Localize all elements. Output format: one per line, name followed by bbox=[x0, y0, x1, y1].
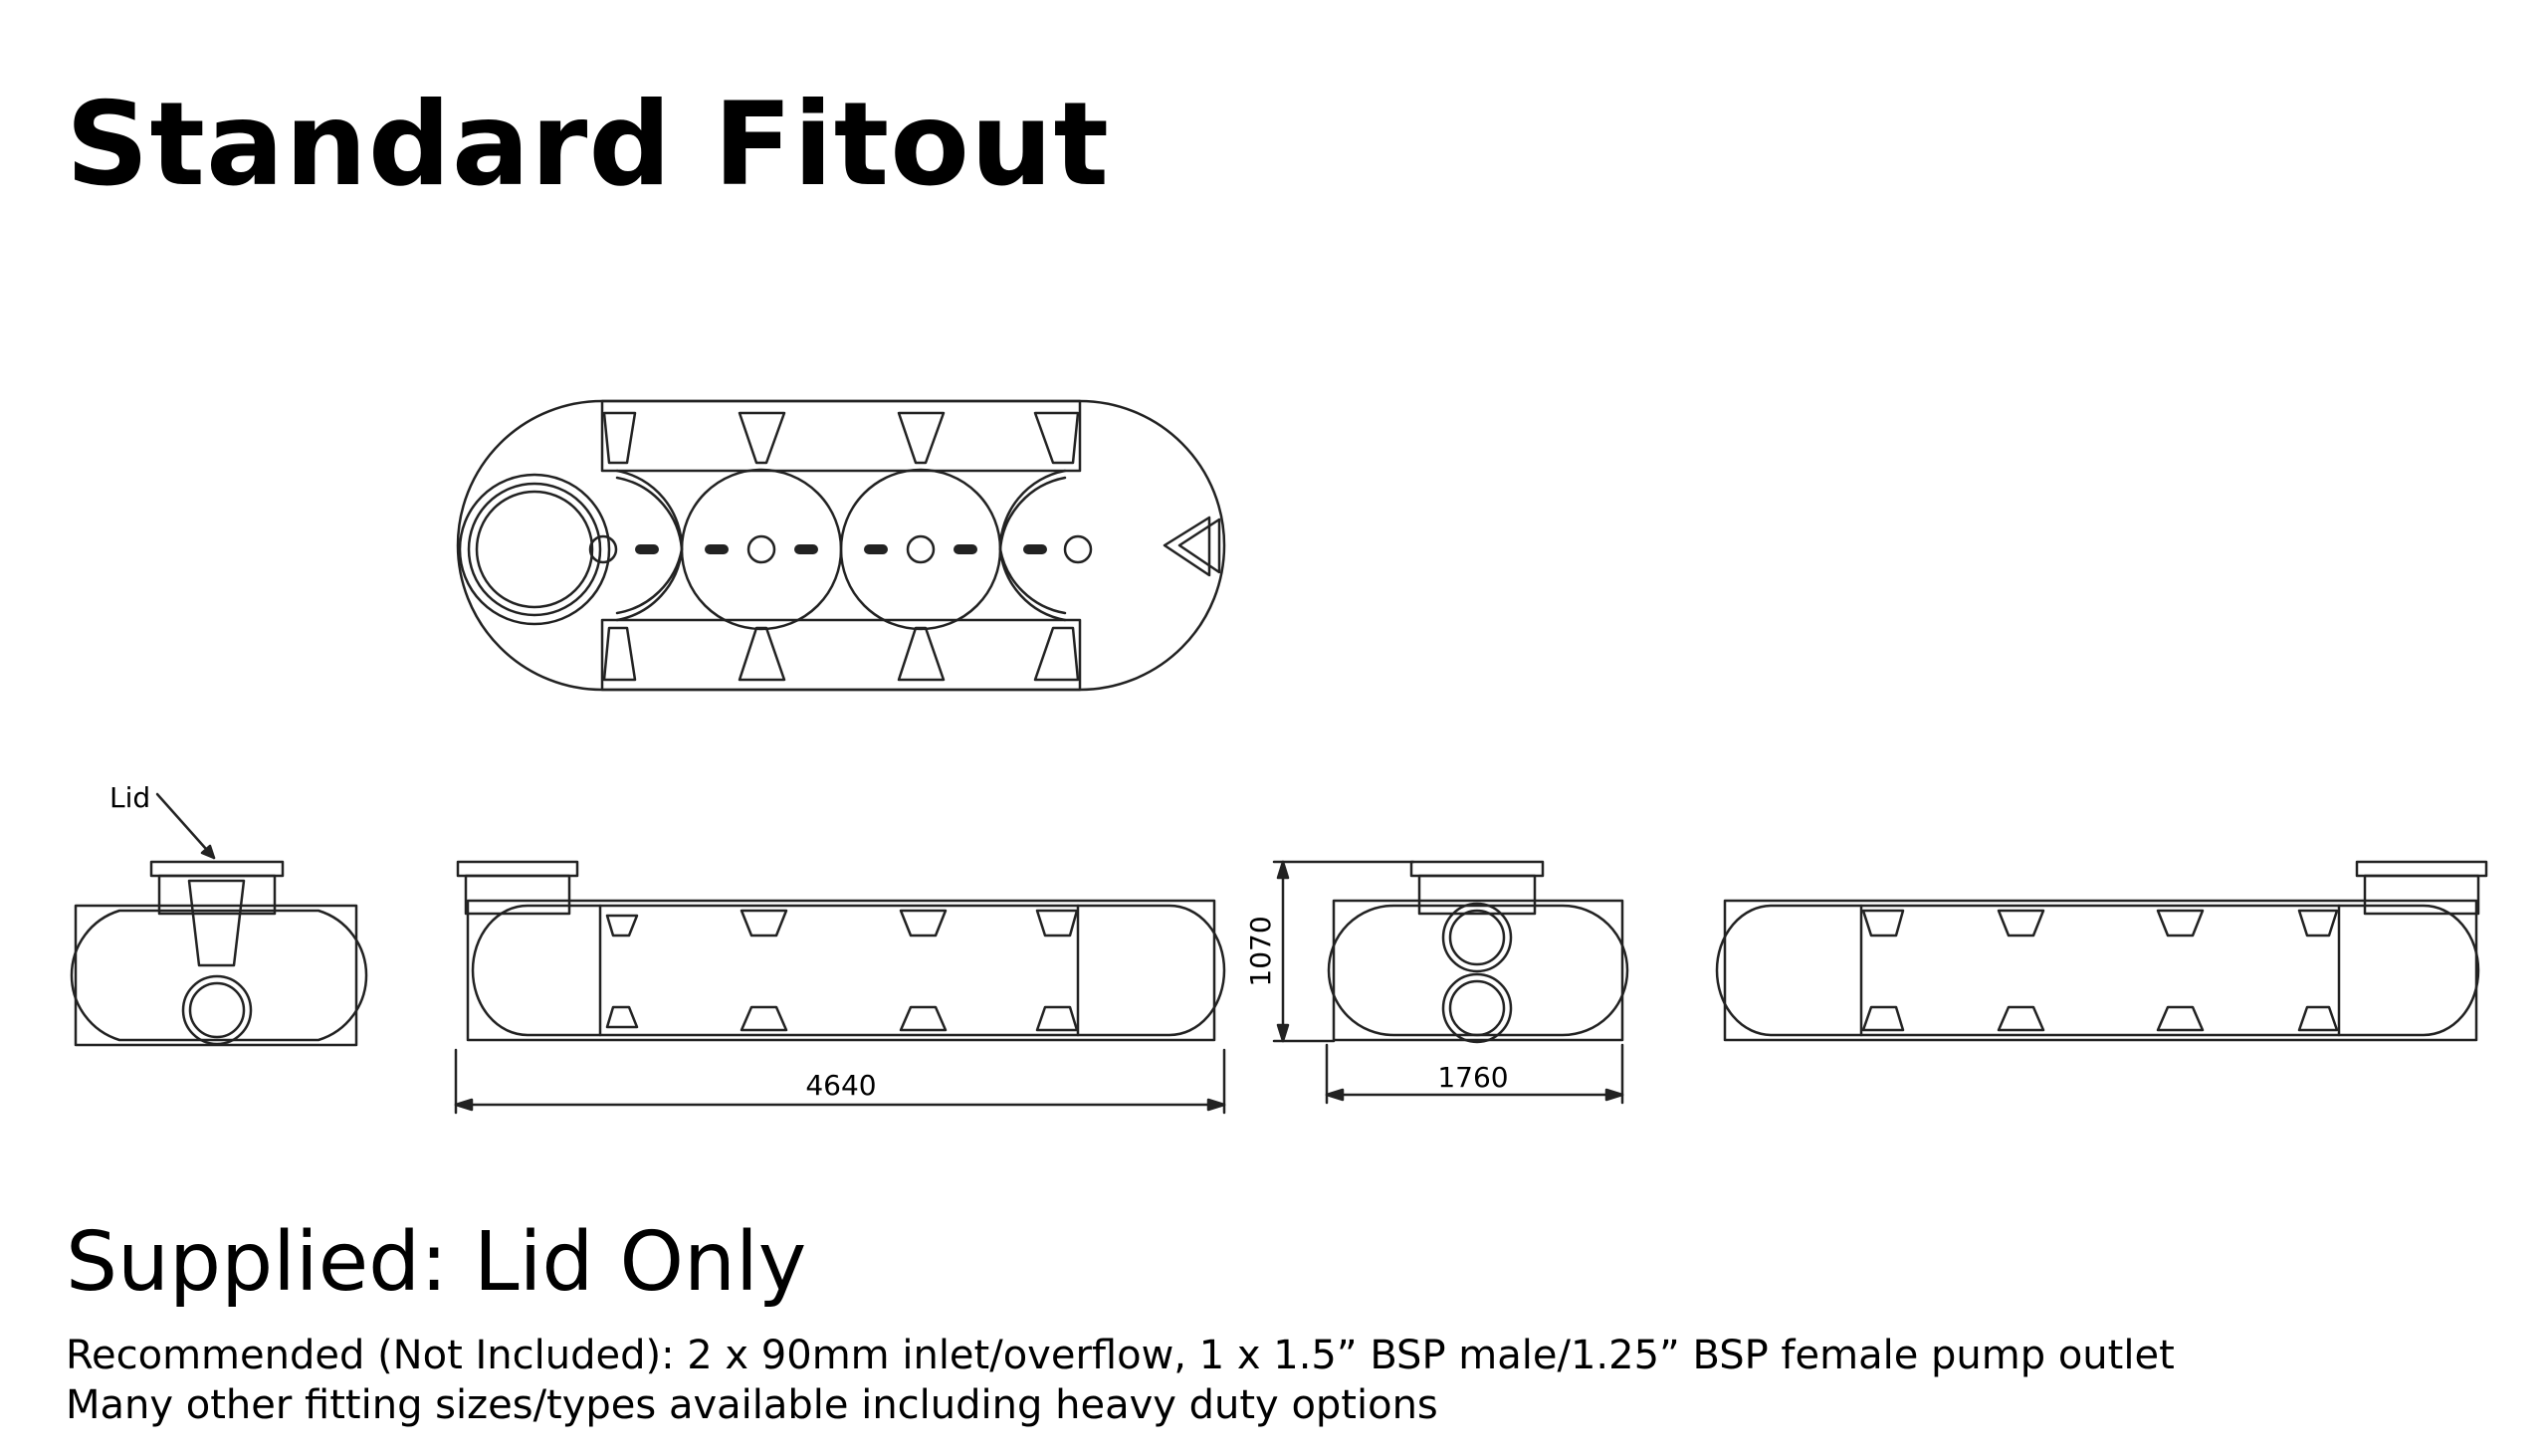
dimension-1070: 1070 bbox=[1244, 916, 1277, 986]
side-base bbox=[466, 899, 1216, 1042]
end-body bbox=[1327, 904, 1629, 1037]
side-view-left bbox=[454, 860, 1226, 1115]
lid-neck bbox=[1417, 874, 1537, 916]
lid-neck bbox=[2363, 874, 2480, 916]
dim-arrow bbox=[454, 1098, 474, 1112]
dimension-1760: 1760 bbox=[1437, 1061, 1508, 1094]
inlet-fitting bbox=[181, 974, 253, 1046]
lid-label: Lid bbox=[109, 781, 150, 814]
fitting-hole bbox=[746, 534, 776, 564]
plan-top-band bbox=[600, 399, 1082, 473]
dim-arrow bbox=[1604, 1088, 1624, 1102]
recommended-note: Recommended (Not Included): 2 x 90mm inl… bbox=[66, 1333, 2175, 1378]
slot-marks bbox=[635, 544, 1047, 554]
plan-bottom-feet bbox=[602, 626, 1080, 682]
plan-top-feet bbox=[602, 411, 1080, 465]
inlet-fitting bbox=[1441, 972, 1513, 1044]
end-base bbox=[1332, 899, 1624, 1042]
outlet-fitting bbox=[1441, 902, 1513, 973]
outlet-fitting-inner bbox=[1448, 909, 1506, 966]
lid-cap bbox=[2355, 860, 2488, 878]
side-body bbox=[1715, 904, 2480, 1037]
side-ribs-bottom bbox=[605, 1005, 1079, 1032]
end-view-center bbox=[1272, 860, 1629, 1105]
fitting-hole bbox=[588, 534, 618, 564]
plan-bottom-band bbox=[600, 618, 1082, 692]
dim-arrow bbox=[1276, 1023, 1290, 1043]
lid-cap bbox=[1409, 860, 1545, 878]
side-body bbox=[471, 904, 1226, 1037]
lid-cap bbox=[456, 860, 579, 878]
lid-riser bbox=[187, 879, 246, 967]
dim-arrow bbox=[1206, 1098, 1226, 1112]
supplied-heading: Supplied: Lid Only bbox=[66, 1215, 807, 1310]
inlet-fitting-inner bbox=[1448, 979, 1506, 1037]
outlet-fitting-plan bbox=[1163, 516, 1211, 577]
lid-cap bbox=[149, 860, 285, 878]
plan-corrugation-arc bbox=[998, 476, 1067, 551]
plan-corrugation-arc bbox=[998, 547, 1067, 615]
lid-leader-line bbox=[155, 792, 216, 860]
lid-plan bbox=[458, 473, 611, 626]
fitting-hole bbox=[1063, 534, 1093, 564]
end-view-left bbox=[70, 792, 368, 1047]
options-note: Many other fitting sizes/types available… bbox=[66, 1382, 1438, 1428]
fitting-hole bbox=[906, 534, 936, 564]
side-base bbox=[1723, 899, 2478, 1042]
side-ribs-top bbox=[605, 909, 1079, 937]
side-view-right bbox=[1715, 860, 2488, 1042]
dim-arrow bbox=[1325, 1088, 1345, 1102]
side-ribs-bottom bbox=[1861, 1005, 2339, 1032]
dimension-4640: 4640 bbox=[805, 1069, 876, 1102]
dim-arrow bbox=[1276, 860, 1290, 880]
plan-view bbox=[456, 399, 1226, 692]
page-title: Standard Fitout bbox=[66, 78, 1110, 212]
lid-neck bbox=[464, 874, 571, 916]
plan-corrugation-arc bbox=[615, 476, 684, 551]
inlet-fitting-inner bbox=[188, 981, 246, 1039]
lid-leader-arrow bbox=[200, 844, 216, 860]
lid-neck bbox=[157, 874, 277, 916]
lid-plan-inner bbox=[467, 482, 602, 617]
plan-corrugation-arc bbox=[615, 547, 684, 615]
lid-plan-inner bbox=[475, 490, 594, 609]
side-ribs-top bbox=[1861, 909, 2339, 937]
outlet-fitting-plan bbox=[1177, 518, 1221, 574]
